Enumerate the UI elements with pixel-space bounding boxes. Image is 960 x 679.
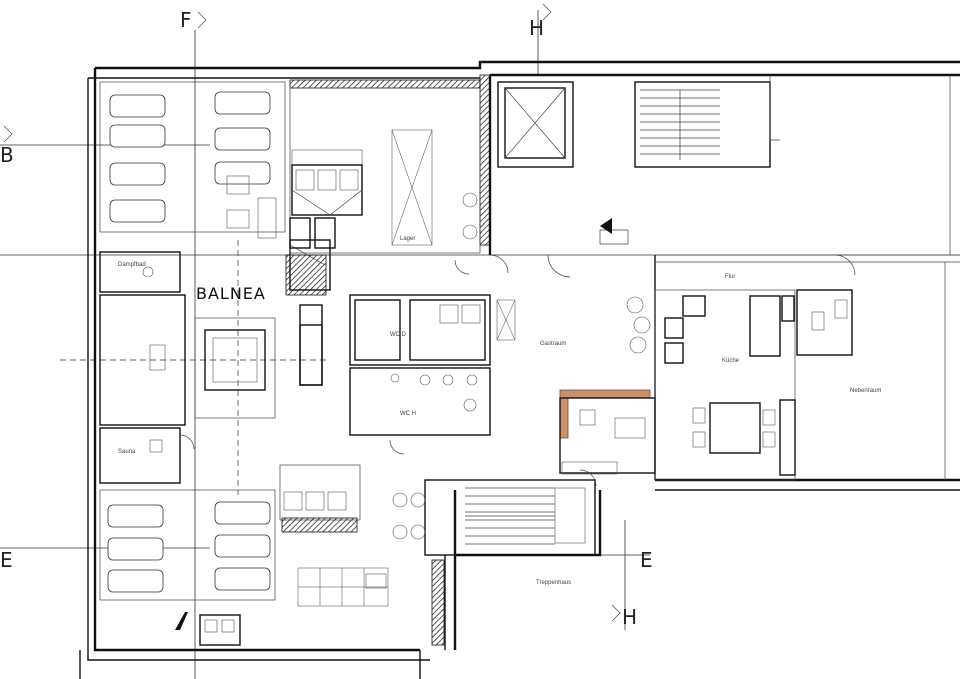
bar-area [559,389,656,475]
grid-label-h-bottom: H [622,605,637,629]
grid-label-e-left: E [0,548,13,572]
grid-label-e-right: E [640,548,653,572]
lower-service [175,304,477,646]
room-label-nebenraum: Nebenraum [850,388,881,394]
grid-label-b: B [0,143,14,167]
wall-hatch-top [289,79,481,89]
wc-block [349,294,516,436]
grid-marker-h-bottom [611,604,621,622]
room-label-wc-d: WC D [390,332,407,338]
room-label-flur: Flur [725,274,735,280]
area-title: BALNEA [196,284,266,303]
doors [179,254,856,487]
corridor-right [655,75,960,480]
room-label-kueche: Küche [722,358,740,364]
room-label-treppenhaus: Treppenhaus [536,580,571,586]
grid-marker-h-top [542,3,552,21]
storage-top [285,87,481,296]
outer-walls [79,60,960,679]
room-label-lager: Lager [400,236,415,242]
room-label-gastraum: Gastraum [540,341,566,347]
lift-stair-block [497,81,771,245]
central-stair [424,479,596,556]
wall-hatch-bottom [431,559,445,646]
grid-marker-f [197,11,207,29]
room-label-wc-h: WC H [400,411,416,417]
right-kitchen [626,255,853,481]
grid-label-h-top: H [529,16,544,40]
grid-label-f: F [180,8,192,32]
grid-marker-b [3,125,13,143]
bar-counter [559,389,651,439]
room-label-dampfbad: Dampfbad [118,262,146,268]
parking-area-bottom [99,489,276,601]
parking-area-top [99,81,286,239]
wall-hatch-shaft [479,74,491,246]
room-label-sauna: Sauna [118,449,136,455]
